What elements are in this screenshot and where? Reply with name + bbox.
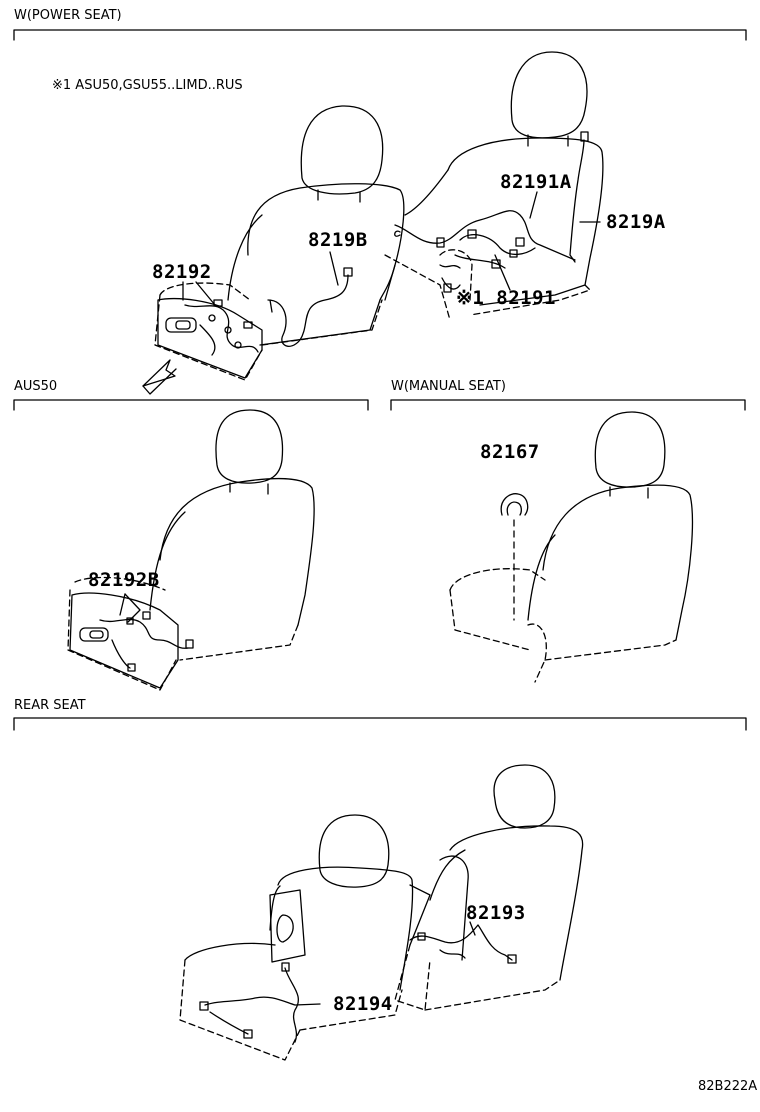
manual-seat-drawing [450,412,692,682]
part-label-82193[interactable]: 82193 [466,902,526,924]
part-label-82192B[interactable]: 82192B [88,569,160,591]
section-title-manual-seat: W(MANUAL SEAT) [391,379,506,394]
section-frame-aus50 [14,400,368,410]
section-frame-rear-seat [14,718,746,730]
part-label-82194[interactable]: 82194 [333,993,393,1015]
applicability-note: ※1 ASU50,GSU55..LIMD..RUS [52,78,243,93]
part-label-82191A[interactable]: 82191A [500,171,572,193]
power-seat-left-drawing [143,106,404,394]
part-label-82191[interactable]: ※1 82191 [456,287,556,309]
part-label-8219B[interactable]: 8219B [308,229,368,251]
power-seat-right-drawing [385,52,603,320]
part-label-82167[interactable]: 82167 [480,441,540,463]
rear-seat-drawing [180,765,583,1060]
section-title-aus50: AUS50 [14,379,58,394]
section-frame-power-seat [14,30,746,40]
part-label-82192[interactable]: 82192 [152,261,212,283]
section-title-rear-seat: REAR SEAT [14,698,86,713]
part-label-8219A[interactable]: 8219A [606,211,666,233]
section-title-power-seat: W(POWER SEAT) [14,8,122,23]
section-frame-manual-seat [391,400,745,410]
aus50-seat-drawing [68,410,314,690]
diagram-reference-code: 82B222A [698,1079,758,1094]
